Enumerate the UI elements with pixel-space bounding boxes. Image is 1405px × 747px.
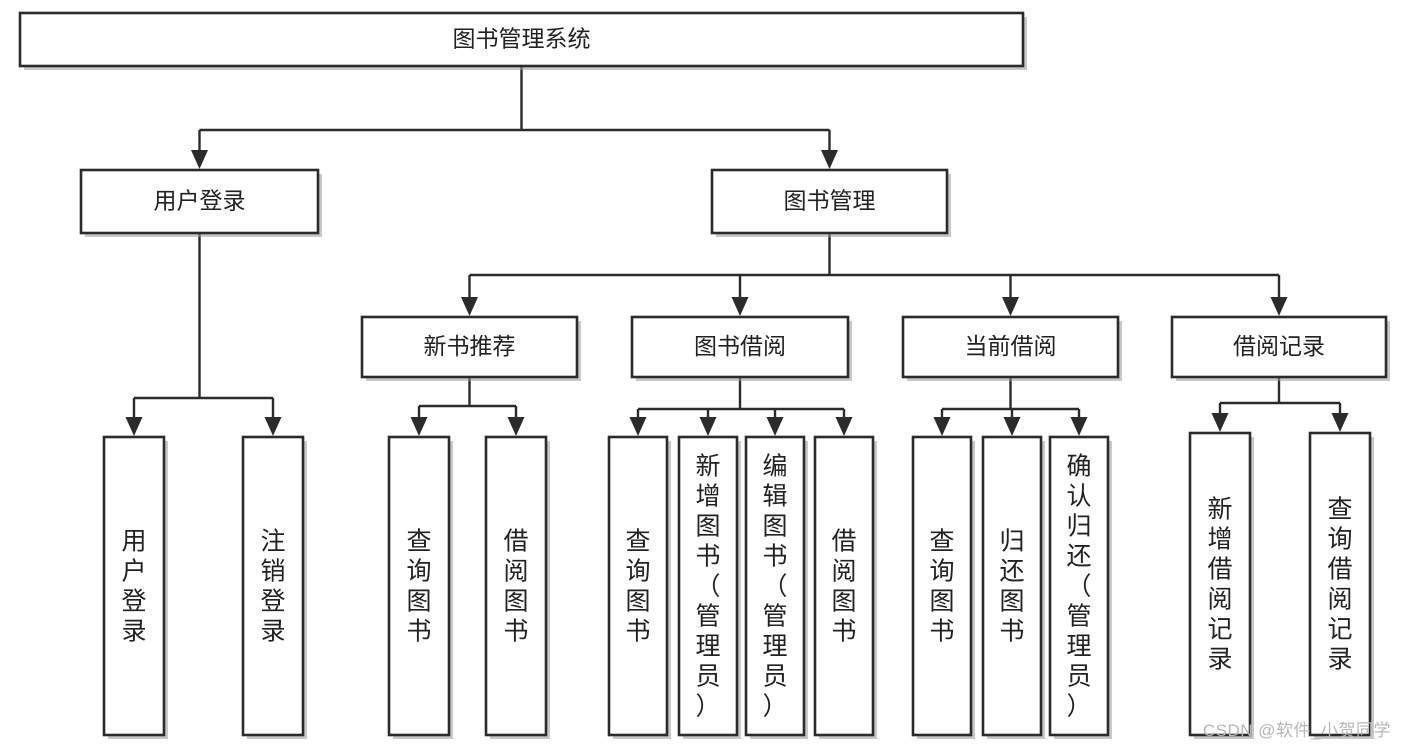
node-label: 查询借阅记录 — [1327, 495, 1352, 673]
node-box[interactable] — [1048, 435, 1110, 737]
node-box[interactable] — [901, 315, 1120, 379]
node-label: 新增借阅记录 — [1207, 495, 1232, 673]
node-leaf-borrow-edit-book[interactable]: 编辑图书（管理员） — [744, 435, 808, 739]
node-box[interactable] — [1188, 431, 1252, 737]
node-box[interactable] — [1308, 431, 1372, 737]
arrow-head-icon — [731, 297, 749, 316]
arrow-head-icon — [264, 417, 282, 436]
arrow-head-icon — [821, 150, 838, 169]
node-leaf-user-logout[interactable]: 注销登录 — [241, 435, 307, 739]
arrow-head-icon — [699, 417, 717, 436]
connector-group-user-login — [125, 233, 282, 436]
node-leaf-borrow-add-book[interactable]: 新增图书（管理员） — [677, 435, 741, 739]
arrow-head-icon — [1003, 417, 1021, 436]
node-label: 图书管理 — [784, 188, 876, 214]
arrow-head-icon — [1211, 413, 1229, 432]
node-label: 注销登录 — [260, 527, 285, 645]
node-label: 查询图书 — [406, 527, 431, 645]
node-box[interactable] — [630, 315, 850, 379]
node-label: 归还图书 — [999, 527, 1024, 645]
node-current-borrow[interactable]: 当前借阅 — [901, 315, 1122, 381]
node-label: 查询图书 — [625, 527, 650, 645]
node-label: 借阅记录 — [1233, 333, 1325, 359]
node-box[interactable] — [911, 435, 973, 737]
node-box[interactable] — [484, 435, 548, 737]
connector-group-borrow-record — [1211, 377, 1349, 432]
node-leaf-record-add[interactable]: 新增借阅记录 — [1188, 431, 1254, 739]
node-box[interactable] — [710, 168, 949, 235]
node-box[interactable] — [981, 435, 1043, 737]
node-label: 图书管理系统 — [453, 26, 591, 52]
arrow-head-icon — [1270, 297, 1288, 316]
node-root[interactable]: 图书管理系统 — [18, 11, 1027, 70]
node-label: 图书借阅 — [694, 333, 786, 359]
node-label: 当前借阅 — [965, 333, 1057, 359]
watermark-text: CSDN @软件_小贺同学 — [1202, 721, 1391, 740]
node-box[interactable] — [241, 435, 305, 737]
node-box[interactable] — [360, 315, 579, 379]
connector-group-book-borrow — [629, 377, 853, 436]
node-leaf-rec-borrow-book[interactable]: 借阅图书 — [484, 435, 550, 739]
arrow-head-icon — [835, 417, 853, 436]
node-box[interactable] — [607, 435, 669, 737]
node-book-manage[interactable]: 图书管理 — [710, 168, 951, 237]
node-leaf-record-query[interactable]: 查询借阅记录 — [1308, 431, 1374, 739]
node-box[interactable] — [744, 435, 806, 737]
node-leaf-borrow-borrow-book[interactable]: 借阅图书 — [813, 435, 877, 739]
node-box[interactable] — [18, 11, 1025, 68]
node-label: 用户登录 — [121, 527, 146, 645]
connector-group-book-manage — [461, 233, 1288, 316]
node-label: 查询图书 — [929, 527, 954, 645]
arrow-head-icon — [125, 417, 143, 436]
node-box[interactable] — [677, 435, 739, 737]
node-box[interactable] — [1170, 315, 1388, 379]
arrow-head-icon — [191, 150, 208, 169]
node-user-login[interactable]: 用户登录 — [79, 168, 322, 237]
node-borrow-record[interactable]: 借阅记录 — [1170, 315, 1390, 381]
node-label: 编辑图书（管理员） — [762, 452, 787, 720]
node-label: 新书推荐 — [424, 333, 516, 359]
node-box[interactable] — [79, 168, 320, 235]
arrow-head-icon — [461, 297, 478, 316]
node-label: 借阅图书 — [503, 527, 528, 645]
connector-group-new-book-rec — [410, 377, 525, 436]
node-leaf-rec-query-book[interactable]: 查询图书 — [387, 435, 453, 739]
node-leaf-user-login[interactable]: 用户登录 — [102, 435, 168, 739]
node-leaf-current-confirm-return[interactable]: 确认归还（管理员） — [1048, 435, 1112, 739]
node-leaf-current-query-book[interactable]: 查询图书 — [911, 435, 975, 739]
node-box[interactable] — [813, 435, 875, 737]
connector-group-current-borrow — [933, 377, 1088, 436]
connector-group-root — [191, 66, 838, 169]
node-label: 用户登录 — [154, 188, 246, 214]
connector-layer — [125, 66, 1349, 436]
node-box[interactable] — [102, 435, 166, 737]
arrow-head-icon — [933, 417, 951, 436]
node-book-borrow[interactable]: 图书借阅 — [630, 315, 852, 381]
arrow-head-icon — [410, 417, 428, 436]
node-label: 确认归还（管理员） — [1066, 452, 1091, 720]
node-label: 新增图书（管理员） — [695, 452, 720, 720]
arrow-head-icon — [1331, 413, 1349, 432]
node-box[interactable] — [387, 435, 451, 737]
arrow-head-icon — [629, 417, 647, 436]
arrow-head-icon — [1070, 417, 1088, 436]
arrow-head-icon — [766, 417, 784, 436]
node-layer: 图书管理系统用户登录图书管理新书推荐图书借阅当前借阅借阅记录用户登录注销登录查询… — [18, 11, 1390, 739]
arrow-head-icon — [1002, 297, 1019, 316]
arrow-head-icon — [507, 417, 525, 436]
node-leaf-current-return-book[interactable]: 归还图书 — [981, 435, 1045, 739]
node-label: 借阅图书 — [831, 527, 856, 645]
node-leaf-borrow-query-book[interactable]: 查询图书 — [607, 435, 671, 739]
node-new-book-rec[interactable]: 新书推荐 — [360, 315, 581, 381]
